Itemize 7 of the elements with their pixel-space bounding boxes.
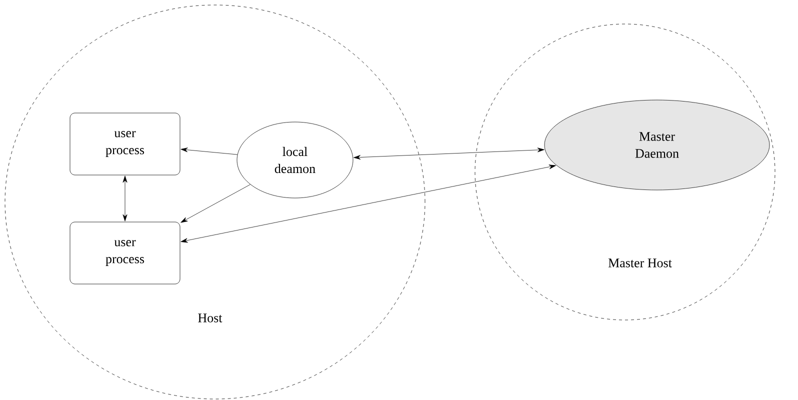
arrow bbox=[180, 164, 556, 243]
arrow bbox=[354, 148, 544, 160]
process-box: user process bbox=[70, 222, 180, 284]
process-box: user process bbox=[70, 112, 180, 176]
arrow bbox=[180, 184, 250, 223]
arrow bbox=[180, 148, 238, 155]
arrow bbox=[122, 176, 128, 222]
